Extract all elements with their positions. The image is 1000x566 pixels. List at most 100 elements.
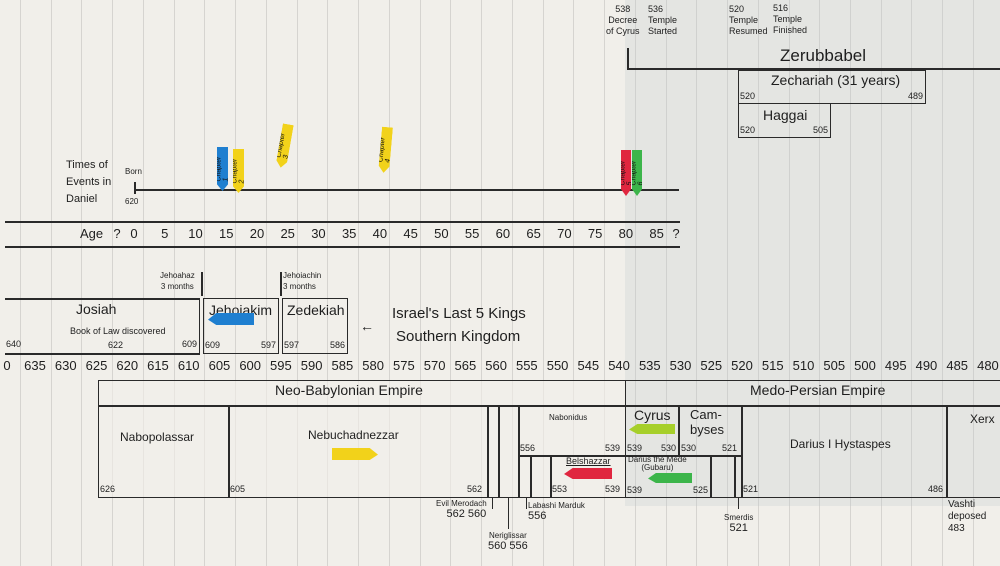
year-tick-label: 480 [977,358,999,373]
text: Evil Merodach [436,499,487,508]
age-tick-label: 15 [218,226,234,241]
jehoahaz-arrow [201,272,203,296]
age-tick-label: ? [113,226,121,241]
text: byses [690,422,724,437]
jehoiachin-arrow [280,272,282,296]
divider [710,455,712,497]
gridline [327,0,329,566]
text: 560 556 [488,540,528,552]
cyrus-tag [629,424,675,434]
gridline [573,0,575,566]
gridline [204,0,206,566]
gridline [419,0,421,566]
nebuchadnezzar-tag [332,448,378,460]
cyrus-name: Cyrus [634,407,671,423]
age-tick-label: 35 [341,226,357,241]
age-tick-label: 0 [130,226,138,241]
year-tick-label: 625 [85,358,108,373]
text: Chapter 5 [619,160,633,186]
year-tick-label: 515 [761,358,784,373]
age-band-bottom [5,246,680,248]
jehoiakim-box: Jehoiakim 609 597 [203,298,279,354]
divider [741,405,743,497]
year-tick-label: 530 [669,358,692,373]
year-tick-label: 520 [731,358,753,373]
text: Darius the Mede [628,455,687,464]
year-tick-label: 550 [546,358,569,373]
persian-era-shading [625,0,1000,506]
end-year: 586 [329,340,345,350]
zerubbabel-start-line [627,48,629,69]
belshazzar-start: 553 [552,484,568,494]
year-tick-label: 610 [177,358,200,373]
year: 520 [729,4,745,14]
year-tick-label: 0 [3,358,11,373]
born-label: Born [125,167,142,176]
belshazzar-tag [564,468,612,479]
darius-mede-end: 525 [693,485,709,495]
divider [228,405,230,497]
gridline [757,0,759,566]
divider [550,455,552,497]
gridline [542,0,544,566]
year-tick-label: 525 [700,358,723,373]
text: Jehoahaz [160,271,195,280]
year-tick-label: 635 [24,358,46,373]
text: Started [648,26,678,36]
chapter-5-tag: Chapter 5 [621,150,631,196]
chapter-2-tag: Chapter 2 [233,149,244,193]
year-tick-label: 590 [300,358,323,373]
text: 483 [948,523,965,534]
age-tick-label: 80 [618,226,634,241]
text: Temple [729,15,759,25]
text: Vashti [948,499,976,510]
belshazzar-name: Belshazzar [566,456,611,466]
age-tick-label: 50 [434,226,449,241]
zedekiah-name: Zedekiah [287,302,345,318]
text: Resumed [729,26,768,36]
gridline [665,0,667,566]
text: Southern Kingdom [396,328,521,345]
age-tick-label: 5 [161,226,169,241]
nabonidus-start: 556 [520,443,536,453]
josiah-note-year: 622 [108,340,124,350]
neo-babylonian-box [98,380,626,498]
xerxes-name: Xerx [970,412,995,426]
nebuchadnezzar-name: Nebuchadnezzar [308,428,399,442]
empire-header-line [98,405,1000,407]
year-tick-label: 630 [54,358,77,373]
nebuchadnezzar-end: 562 [467,484,483,494]
start-year: 609 [205,340,221,350]
daniel-life-line [134,189,679,191]
age-tick-label: 40 [372,226,388,241]
born-year: 620 [125,197,139,206]
text: of Cyrus [606,26,640,36]
gridline [972,0,974,566]
text: 3 months [283,282,316,291]
end-year: 489 [907,91,923,101]
text: 556 [528,510,547,522]
neriglissar-arrow [508,497,509,529]
year-tick-label: 605 [208,358,231,373]
gridline [265,0,267,566]
zerubbabel-label: Zerubbabel [780,46,867,65]
zedekiah-box: Zedekiah 597 586 [282,298,348,354]
nabonidus-end: 539 [605,443,621,453]
cyrus-start: 539 [627,443,643,453]
left-arrow-icon: ← [360,318,374,334]
age-tick-label: 30 [311,226,326,241]
gridline [604,0,606,566]
age-tick-label: 85 [649,226,664,241]
chapter-1-tag: Chapter 1 [217,147,228,191]
divider [487,405,489,497]
year-tick-label: 580 [362,358,384,373]
darius-mede-start: 539 [627,485,643,495]
gridline [819,0,821,566]
